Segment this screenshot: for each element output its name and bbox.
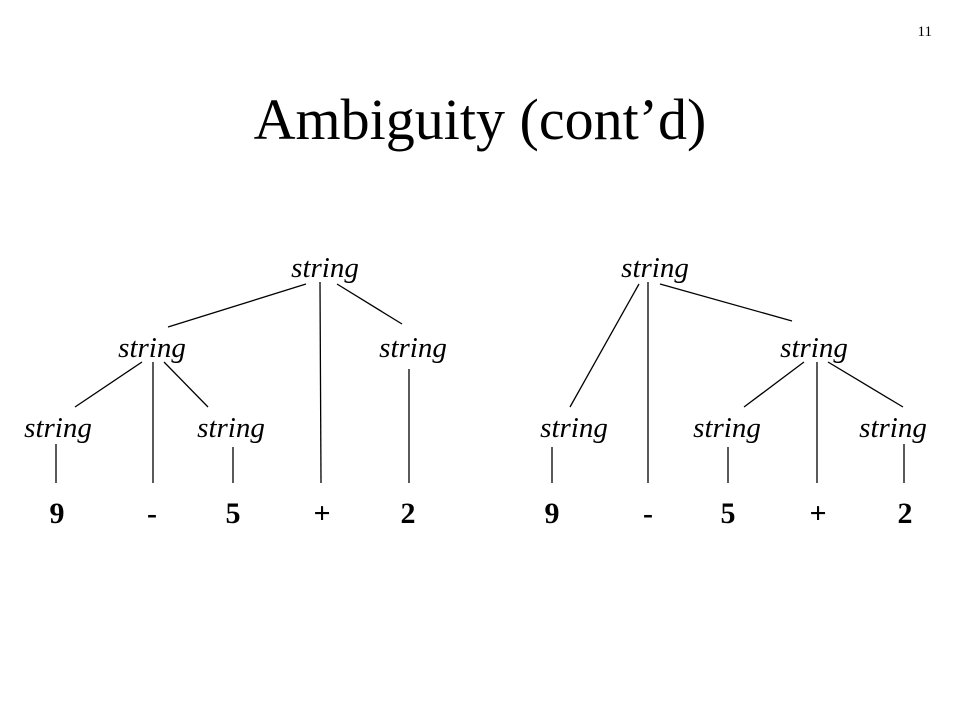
- tree1-root-node: string: [291, 252, 359, 284]
- tree1-token-9: 9: [50, 497, 65, 530]
- tree1-edge-left-leftright: [163, 361, 209, 408]
- tree1-token-minus: -: [147, 497, 157, 530]
- tree2-right-node: string: [780, 332, 848, 364]
- tree2-token-minus: -: [643, 497, 653, 530]
- tree1-edge-root-plus: [319, 281, 322, 484]
- tree2-edge-root-right: [659, 283, 793, 322]
- slide-title: Ambiguity (cont’d): [253, 87, 707, 152]
- tree1-token-plus: +: [313, 497, 330, 530]
- tree1-right-node: string: [379, 332, 447, 364]
- tree1-token-2: 2: [401, 497, 416, 530]
- tree1-left-left-node: string: [24, 412, 92, 444]
- tree2-edge-right-rightright: [827, 361, 904, 408]
- tree1-token-5: 5: [226, 497, 241, 530]
- tree2-token-5: 5: [721, 497, 736, 530]
- tree1-left-node: string: [118, 332, 186, 364]
- slide-number: 11: [917, 24, 932, 40]
- tree2-edge-root-left: [569, 283, 640, 408]
- tree1-edge-left-leftleft: [74, 361, 143, 408]
- tree2-token-2: 2: [898, 497, 913, 530]
- tree2-token-9: 9: [545, 497, 560, 530]
- tree1-left-right-node: string: [197, 412, 265, 444]
- tree2-right-left-node: string: [693, 412, 761, 444]
- tree2-left-node: string: [540, 412, 608, 444]
- tree2-edge-right-rightleft: [743, 361, 805, 408]
- parse-tree-right: string string string string string 9 - 5…: [540, 252, 927, 530]
- tree1-edge-root-left: [167, 283, 307, 328]
- parse-tree-left: string string string string string 9 - 5…: [24, 252, 447, 530]
- tree2-token-plus: +: [809, 497, 826, 530]
- tree2-root-node: string: [621, 252, 689, 284]
- tree1-edge-root-right: [336, 283, 403, 325]
- tree2-right-right-node: string: [859, 412, 927, 444]
